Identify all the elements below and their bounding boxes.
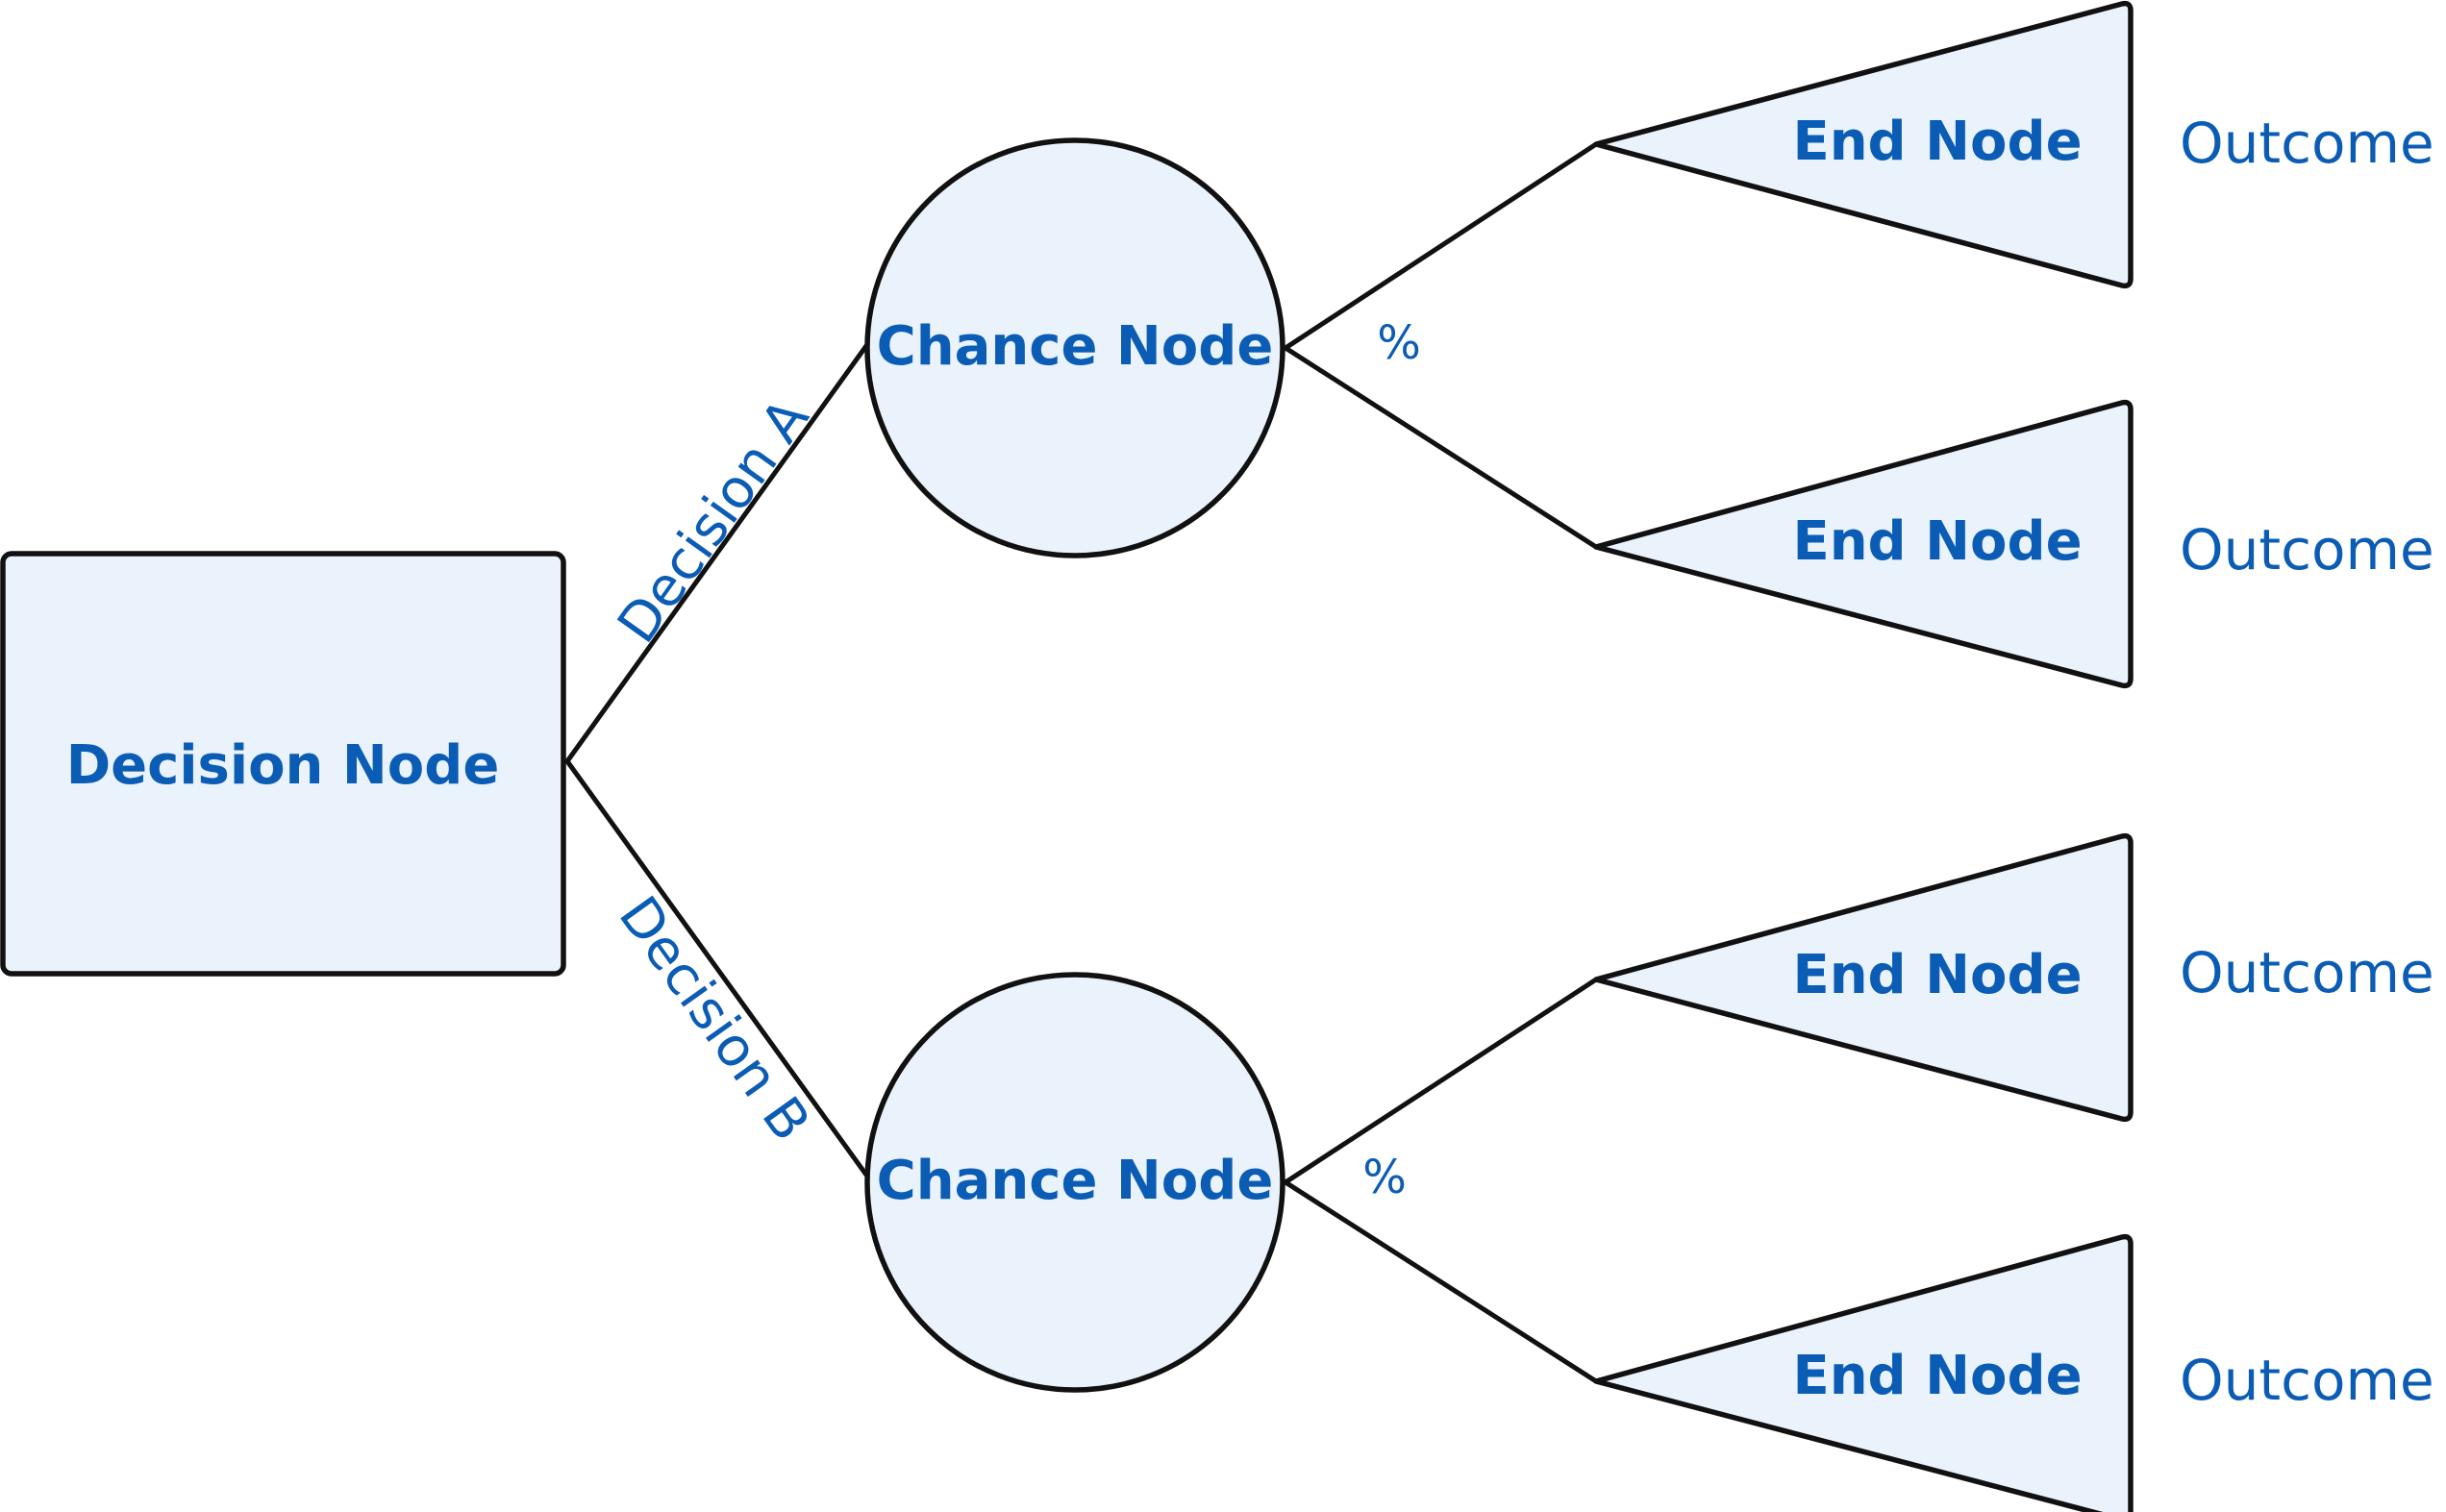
probability-label-a: %: [1377, 316, 1421, 370]
end-node-a-2-label: End Node: [1792, 510, 2082, 573]
end-node-a-2-shape: [1593, 399, 2134, 689]
chance-node-a-shape: [864, 137, 1285, 558]
edge-chance-b-end-1: [1283, 977, 1599, 1185]
end-node-b-2-shape: [1593, 1233, 2134, 1512]
probability-label-b: %: [1362, 1151, 1407, 1204]
chance-node-b-shape: [864, 972, 1285, 1393]
edge-chance-a-end-2: [1283, 345, 1599, 550]
edge-decision-a: [564, 340, 871, 764]
chance-node-b-label: Chance Node: [877, 1150, 1274, 1212]
end-node-a-1: End Node: [1593, 0, 2134, 289]
edge-chance-b-end-2: [1283, 1179, 1599, 1384]
outcome-label-a-1: Outcome: [2180, 111, 2434, 176]
decision-node: Decision Node: [0, 551, 566, 977]
outcome-label-b-2: Outcome: [2180, 1348, 2434, 1413]
chance-node-b: Chance Node: [864, 972, 1285, 1393]
end-node-b-2-label: End Node: [1792, 1345, 2082, 1407]
decision-node-label: Decision Node: [66, 734, 500, 797]
branch-label-decision-a: Decision A: [606, 387, 821, 655]
chance-node-a-label: Chance Node: [877, 315, 1274, 378]
branch-label-decision-b: Decision B: [607, 885, 822, 1153]
edge-decision-b: [564, 758, 871, 1180]
outcome-label-a-2: Outcome: [2180, 517, 2434, 582]
decision-node-shape: [0, 551, 566, 977]
end-node-b-1: End Node: [1593, 832, 2134, 1123]
end-node-b-1-shape: [1593, 832, 2134, 1123]
end-node-b-2: End Node: [1593, 1233, 2134, 1512]
edge-chance-a-end-1: [1283, 141, 1599, 351]
chance-node-a: Chance Node: [864, 137, 1285, 558]
end-node-a-2: End Node: [1593, 399, 2134, 689]
outcome-label-b-1: Outcome: [2180, 940, 2434, 1005]
end-node-a-1-shape: [1593, 0, 2134, 289]
end-node-a-1-label: End Node: [1792, 111, 2082, 173]
end-node-b-1-label: End Node: [1792, 944, 2082, 1006]
